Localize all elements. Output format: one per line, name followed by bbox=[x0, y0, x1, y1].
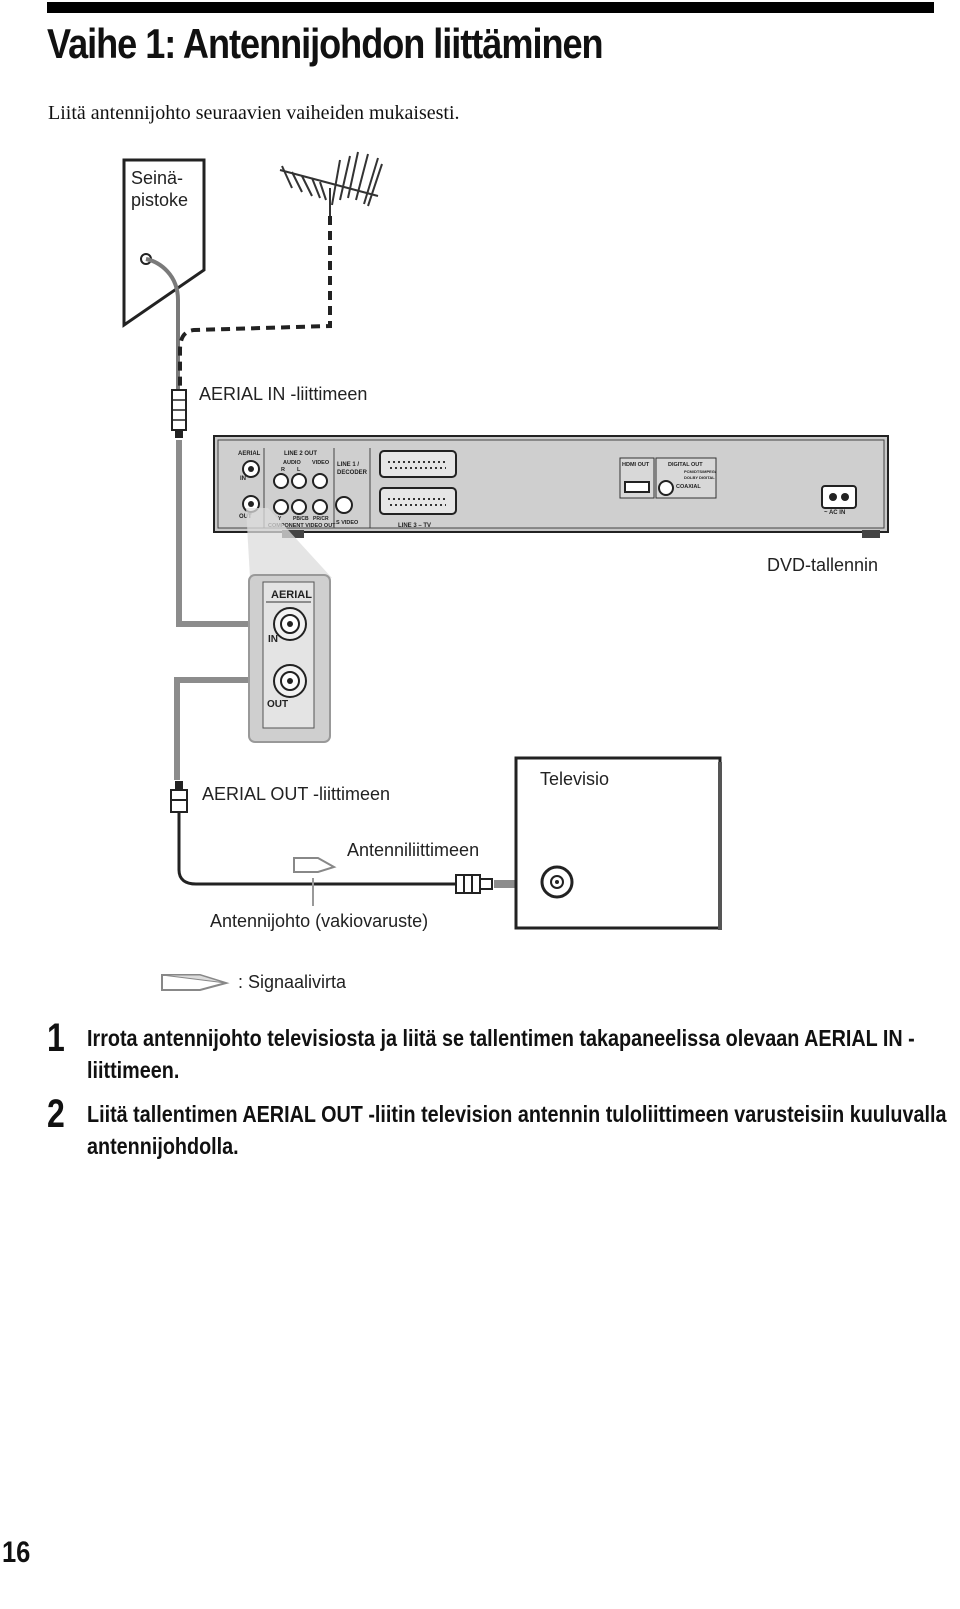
zoom-out-label: OUT bbox=[267, 699, 288, 710]
rp-audio: AUDIO bbox=[283, 460, 301, 466]
rp-svideo: S VIDEO bbox=[336, 520, 359, 526]
page-number: 16 bbox=[2, 1536, 31, 1569]
step-text: Liitä tallentimen AERIAL OUT -liitin tel… bbox=[87, 1101, 947, 1159]
rp-pb: PB/CB bbox=[293, 516, 309, 522]
step-number: 1 bbox=[47, 1016, 65, 1060]
top-rule bbox=[47, 2, 934, 13]
rp-hdmi: HDMI OUT bbox=[622, 462, 650, 468]
television bbox=[514, 756, 722, 930]
aerial-in-plug-icon bbox=[171, 389, 187, 438]
rp-y: Y bbox=[278, 516, 282, 522]
tv-cable-plug-icon bbox=[455, 874, 493, 894]
dvd-recorder-rear-panel: AERIAL IN OUT LINE 2 OUT AUDIO R L VIDEO… bbox=[213, 435, 889, 538]
step-number: 2 bbox=[47, 1092, 65, 1136]
recorder-label: DVD-tallennin bbox=[767, 555, 879, 575]
wall-socket-label-line2: pistoke bbox=[131, 190, 189, 210]
wall-socket-label-line1: Seinä- bbox=[131, 168, 184, 188]
rp-coaxial: COAXIAL bbox=[676, 484, 701, 490]
zoom-in-label: IN bbox=[268, 634, 278, 645]
outdoor-antenna-icon bbox=[279, 151, 383, 216]
aerial-zoom-panel: AERIAL IN OUT bbox=[248, 574, 331, 743]
rp-digital-out: DIGITAL OUT bbox=[668, 462, 703, 468]
legend-label: : Signaalivirta bbox=[238, 972, 347, 992]
rp-in: IN bbox=[240, 476, 246, 482]
zoom-aerial-label: AERIAL bbox=[271, 589, 312, 601]
rp-ac-in: ~ AC IN bbox=[824, 510, 845, 516]
page-title: Vaihe 1: Antennijohdon liittäminen bbox=[47, 20, 604, 67]
antenna-connector-label: Antenniliittimeen bbox=[347, 840, 480, 860]
intro-text: Liitä antennijohto seuraavien vaiheiden … bbox=[48, 102, 460, 124]
rp-line2-out: LINE 2 OUT bbox=[284, 451, 317, 457]
rp-pr: PR/CR bbox=[313, 516, 329, 522]
step-text: Irrota antennijohto televisiosta ja liit… bbox=[87, 1025, 915, 1083]
rp-video: VIDEO bbox=[312, 460, 330, 466]
rp-line1: LINE 1 / bbox=[337, 462, 359, 468]
aerial-out-label: AERIAL OUT -liittimeen bbox=[202, 784, 391, 804]
rp-decoder: DECODER bbox=[337, 470, 368, 476]
tv-label: Televisio bbox=[540, 769, 610, 789]
rp-l: L bbox=[297, 467, 301, 473]
rp-out: OUT bbox=[239, 514, 252, 520]
cable-label: Antennijohto (vakiovaruste) bbox=[210, 911, 429, 931]
wall-socket-label: Seinä- pistoke bbox=[131, 167, 188, 211]
aerial-out-plug-icon bbox=[170, 781, 188, 813]
rp-line3: LINE 3 – TV bbox=[398, 523, 431, 529]
rp-r: R bbox=[281, 467, 285, 473]
rp-aerial: AERIAL bbox=[238, 451, 261, 457]
signal-flow-legend-icon bbox=[161, 974, 230, 991]
wall-socket bbox=[122, 158, 206, 328]
aerial-in-label: AERIAL IN -liittimeen bbox=[199, 384, 368, 404]
rp-component: COMPONENT VIDEO OUT bbox=[268, 523, 336, 529]
rp-pcm2: DOLBY DIGITAL bbox=[684, 475, 715, 480]
rp-pcm1: PCM/DTS/MPEG/ bbox=[684, 469, 717, 474]
